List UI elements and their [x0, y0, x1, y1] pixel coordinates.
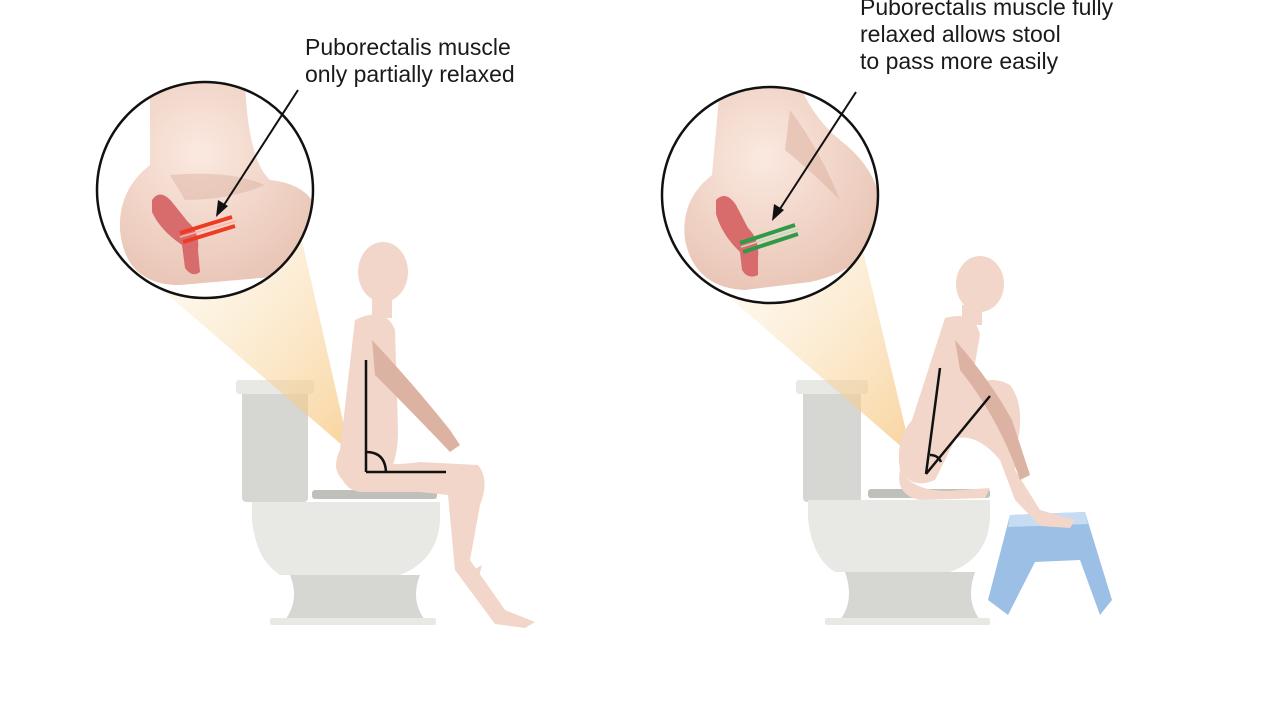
figure-squatting — [898, 256, 1075, 528]
pointer-arrow-left — [216, 89, 299, 217]
footstool — [988, 512, 1112, 615]
zoom-circle-left — [95, 80, 315, 300]
caption-left-line-2: only partially relaxed — [305, 61, 515, 87]
caption-left: Puborectalis muscle only partially relax… — [305, 34, 515, 88]
caption-right-line-1: Puborectalis muscle fully — [860, 0, 1114, 20]
rectum-left — [152, 194, 200, 275]
puborectalis-muscle-left — [179, 215, 237, 244]
pointer-arrow-right — [772, 91, 857, 221]
caption-right-line-2: relaxed allows stool — [860, 21, 1061, 47]
posture-angle-right — [924, 367, 991, 475]
rectum-right — [716, 196, 759, 277]
puborectalis-muscle-right — [739, 223, 800, 254]
caption-left-line-1: Puborectalis muscle — [305, 34, 511, 60]
toilet-right — [796, 380, 990, 625]
posture-angle-left — [364, 360, 446, 474]
caption-right-line-3: to pass more easily — [860, 48, 1059, 74]
panel-left — [95, 80, 535, 628]
caption-right: Puborectalis muscle fully relaxed allows… — [860, 0, 1113, 75]
zoom-circle-right — [660, 85, 880, 305]
panel-right — [660, 85, 1112, 625]
toilet-left — [236, 380, 440, 625]
